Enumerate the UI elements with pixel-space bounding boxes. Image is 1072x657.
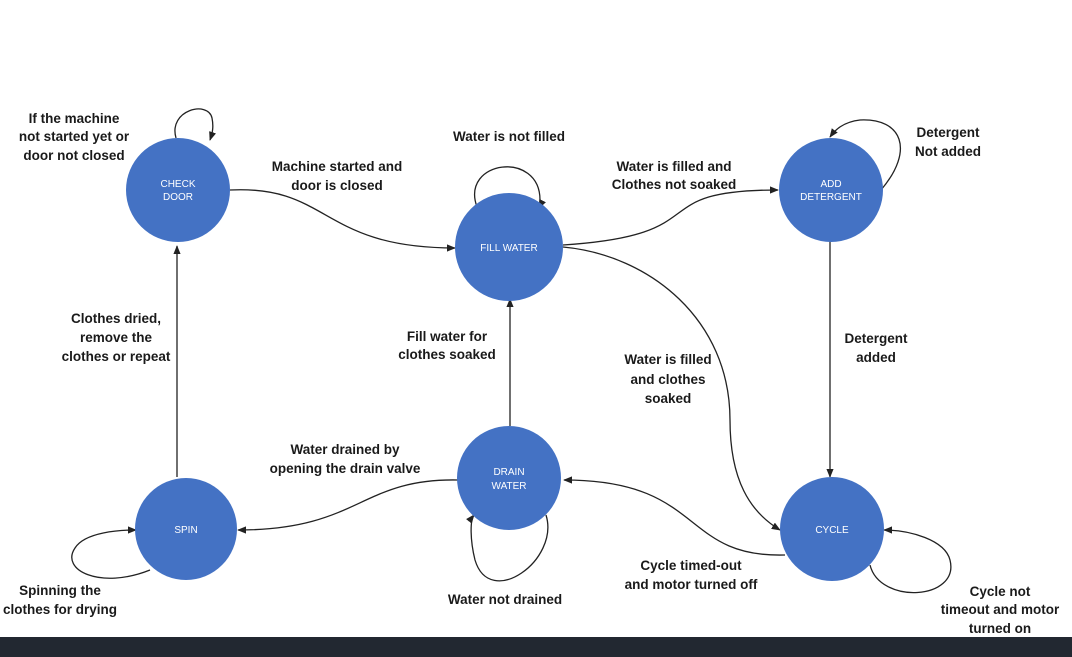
label-detergent-self-line1: Detergent — [916, 125, 980, 140]
label-fill-to-cycle-line3: soaked — [645, 391, 692, 406]
state-add-detergent-label-line2: DETERGENT — [800, 192, 862, 203]
bottom-bar — [0, 637, 1072, 657]
edge-detergent-self — [829, 119, 901, 191]
label-check-to-fill-line1: Machine started and — [272, 159, 403, 174]
edge-check-door-self — [174, 108, 217, 141]
label-detergent-to-cycle-line2: added — [856, 350, 896, 365]
label-drain-to-fill-line1: Fill water for — [407, 329, 488, 344]
state-check-door-label-line1: CHECK — [160, 179, 195, 190]
label-spin-self-line1: Spinning the — [19, 583, 101, 598]
label-fill-self-line1: Water is not filled — [453, 129, 565, 144]
edge-spin-self — [71, 526, 151, 579]
edge-cycle-self — [869, 526, 952, 594]
label-drain-to-spin-line2: opening the drain valve — [270, 461, 421, 476]
label-fill-self: Water is not filled — [453, 129, 565, 144]
label-cycle-to-drain-line2: and motor turned off — [625, 577, 758, 592]
label-check-door-self-line2: not started yet or — [19, 129, 130, 144]
state-add-detergent-circle — [779, 138, 883, 242]
state-check-door-label-line2: DOOR — [163, 192, 193, 203]
label-spin-to-check-line2: remove the — [80, 330, 153, 345]
state-drain-water-circle — [457, 426, 561, 530]
label-fill-to-cycle-line2: and clothes — [630, 372, 705, 387]
label-spin-self-line2: clothes for drying — [3, 602, 117, 617]
label-detergent-to-cycle: Detergent added — [844, 331, 908, 365]
label-detergent-to-cycle-line1: Detergent — [844, 331, 908, 346]
state-check-door[interactable]: CHECK DOOR — [126, 138, 230, 242]
label-check-to-fill-line2: door is closed — [291, 178, 383, 193]
label-fill-to-cycle: Water is filled and clothes soaked — [624, 352, 711, 406]
label-check-door-self: If the machine not started yet or door n… — [19, 111, 130, 163]
label-check-door-self-line1: If the machine — [29, 111, 120, 126]
label-fill-to-detergent-line2: Clothes not soaked — [612, 177, 737, 192]
label-check-door-self-line3: door not closed — [23, 148, 124, 163]
label-drain-to-spin-line1: Water drained by — [290, 442, 400, 457]
label-cycle-self-line2: timeout and motor — [941, 602, 1060, 617]
label-drain-to-fill-line2: clothes soaked — [398, 347, 496, 362]
edge-drain-to-spin — [237, 479, 459, 534]
state-drain-water-label-line1: DRAIN — [493, 467, 524, 478]
label-spin-to-check-line3: clothes or repeat — [62, 349, 171, 364]
state-fill-water-circle — [455, 193, 563, 301]
label-spin-to-check-line1: Clothes dried, — [71, 311, 161, 326]
state-cycle-circle — [780, 477, 884, 581]
label-detergent-self-line2: Not added — [915, 144, 981, 159]
state-cycle-label: CYCLE — [815, 525, 849, 536]
label-drain-self-line1: Water not drained — [448, 592, 562, 607]
label-cycle-self-line3: turned on — [969, 621, 1031, 636]
edge-check-to-fill — [229, 189, 456, 252]
state-spin-label: SPIN — [174, 525, 197, 536]
state-drain-water-label-line2: WATER — [492, 481, 527, 492]
label-drain-self: Water not drained — [448, 592, 562, 607]
label-cycle-to-drain-line1: Cycle timed-out — [640, 558, 742, 573]
state-spin-circle — [135, 478, 237, 580]
label-spin-to-check: Clothes dried, remove the clothes or rep… — [62, 311, 171, 364]
label-fill-to-detergent: Water is filled and Clothes not soaked — [612, 159, 737, 192]
edge-drain-self — [466, 514, 549, 582]
label-drain-to-spin: Water drained by opening the drain valve — [270, 442, 421, 476]
label-fill-to-detergent-line1: Water is filled and — [616, 159, 731, 174]
state-fill-water[interactable]: FILL WATER — [455, 193, 563, 301]
state-add-detergent[interactable]: ADD DETERGENT — [779, 138, 883, 242]
label-check-to-fill: Machine started and door is closed — [272, 159, 403, 193]
label-cycle-self-line1: Cycle not — [970, 584, 1031, 599]
edge-cycle-to-drain — [563, 476, 786, 556]
state-check-door-circle — [126, 138, 230, 242]
label-detergent-self: Detergent Not added — [915, 125, 981, 159]
label-cycle-self: Cycle not timeout and motor turned on — [941, 584, 1060, 636]
state-cycle[interactable]: CYCLE — [780, 477, 884, 581]
edge-fill-to-cycle — [562, 246, 781, 531]
state-fill-water-label: FILL WATER — [480, 243, 537, 254]
label-spin-self: Spinning the clothes for drying — [3, 583, 117, 617]
state-drain-water[interactable]: DRAIN WATER — [457, 426, 561, 530]
state-add-detergent-label-line1: ADD — [820, 179, 841, 190]
label-fill-to-cycle-line1: Water is filled — [624, 352, 711, 367]
label-cycle-to-drain: Cycle timed-out and motor turned off — [625, 558, 758, 592]
state-spin[interactable]: SPIN — [135, 478, 237, 580]
label-drain-to-fill: Fill water for clothes soaked — [398, 329, 496, 362]
edge-fill-to-detergent — [562, 186, 779, 246]
